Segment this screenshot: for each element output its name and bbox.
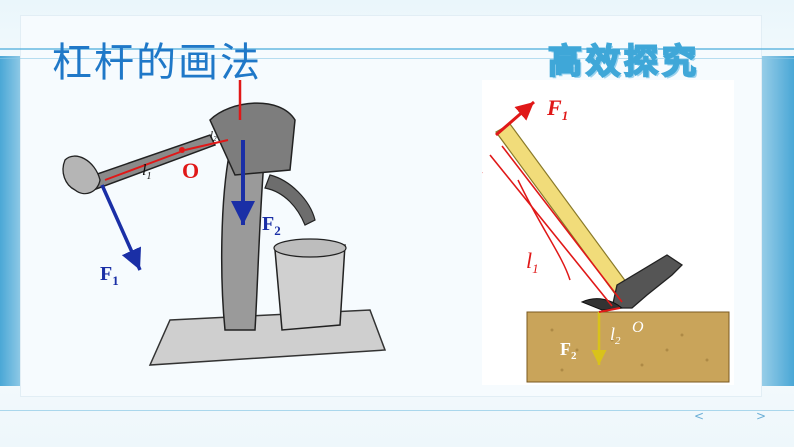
slide-title: 杠杆的画法 xyxy=(52,40,262,86)
l1-label: l1 xyxy=(142,162,151,182)
f1-label: F1 xyxy=(546,95,568,123)
f2-label: F2 xyxy=(262,213,281,238)
hammer-head xyxy=(611,254,684,309)
f1-arrow xyxy=(495,100,535,137)
l2-arm-line xyxy=(184,139,229,151)
section-badge: 高效探究 xyxy=(547,41,700,83)
bucket-rim xyxy=(273,238,347,258)
top-divider-secondary xyxy=(0,58,794,59)
next-slide-button[interactable]: > xyxy=(756,409,767,423)
pivot-label: O xyxy=(182,158,199,183)
pivot-point xyxy=(179,147,185,153)
prev-slide-button[interactable]: < xyxy=(694,409,705,423)
hammer-handle xyxy=(495,123,633,299)
pump-head xyxy=(209,102,296,176)
pump-spout xyxy=(264,174,316,226)
pivot-label: O xyxy=(632,319,644,336)
l1-arm-line xyxy=(489,154,613,307)
pump-lever-figure: F1 F2 l1 l2 O xyxy=(62,80,387,366)
ground xyxy=(526,311,730,383)
bottom-divider xyxy=(0,410,794,411)
pump-column xyxy=(220,149,266,331)
l1-brace xyxy=(517,179,571,281)
f1-arrow xyxy=(100,184,142,271)
ground-texture xyxy=(550,328,709,372)
f2-label: F2 xyxy=(560,339,577,362)
top-divider xyxy=(0,48,794,50)
l1-arm-line-2 xyxy=(501,145,623,303)
l1-label: l1 xyxy=(526,248,539,276)
l2-label: l2 xyxy=(210,129,217,143)
l2-label: l2 xyxy=(610,324,621,347)
l1-arm-line xyxy=(104,151,181,181)
hand xyxy=(62,155,101,195)
bucket xyxy=(274,244,346,331)
hammer-claw xyxy=(580,298,624,311)
l2-arm-line xyxy=(598,307,621,313)
pump-base xyxy=(148,309,387,366)
f1-label: F1 xyxy=(100,263,119,288)
hammer-lever-figure: F1 l1 F2 l2 O xyxy=(482,80,734,385)
